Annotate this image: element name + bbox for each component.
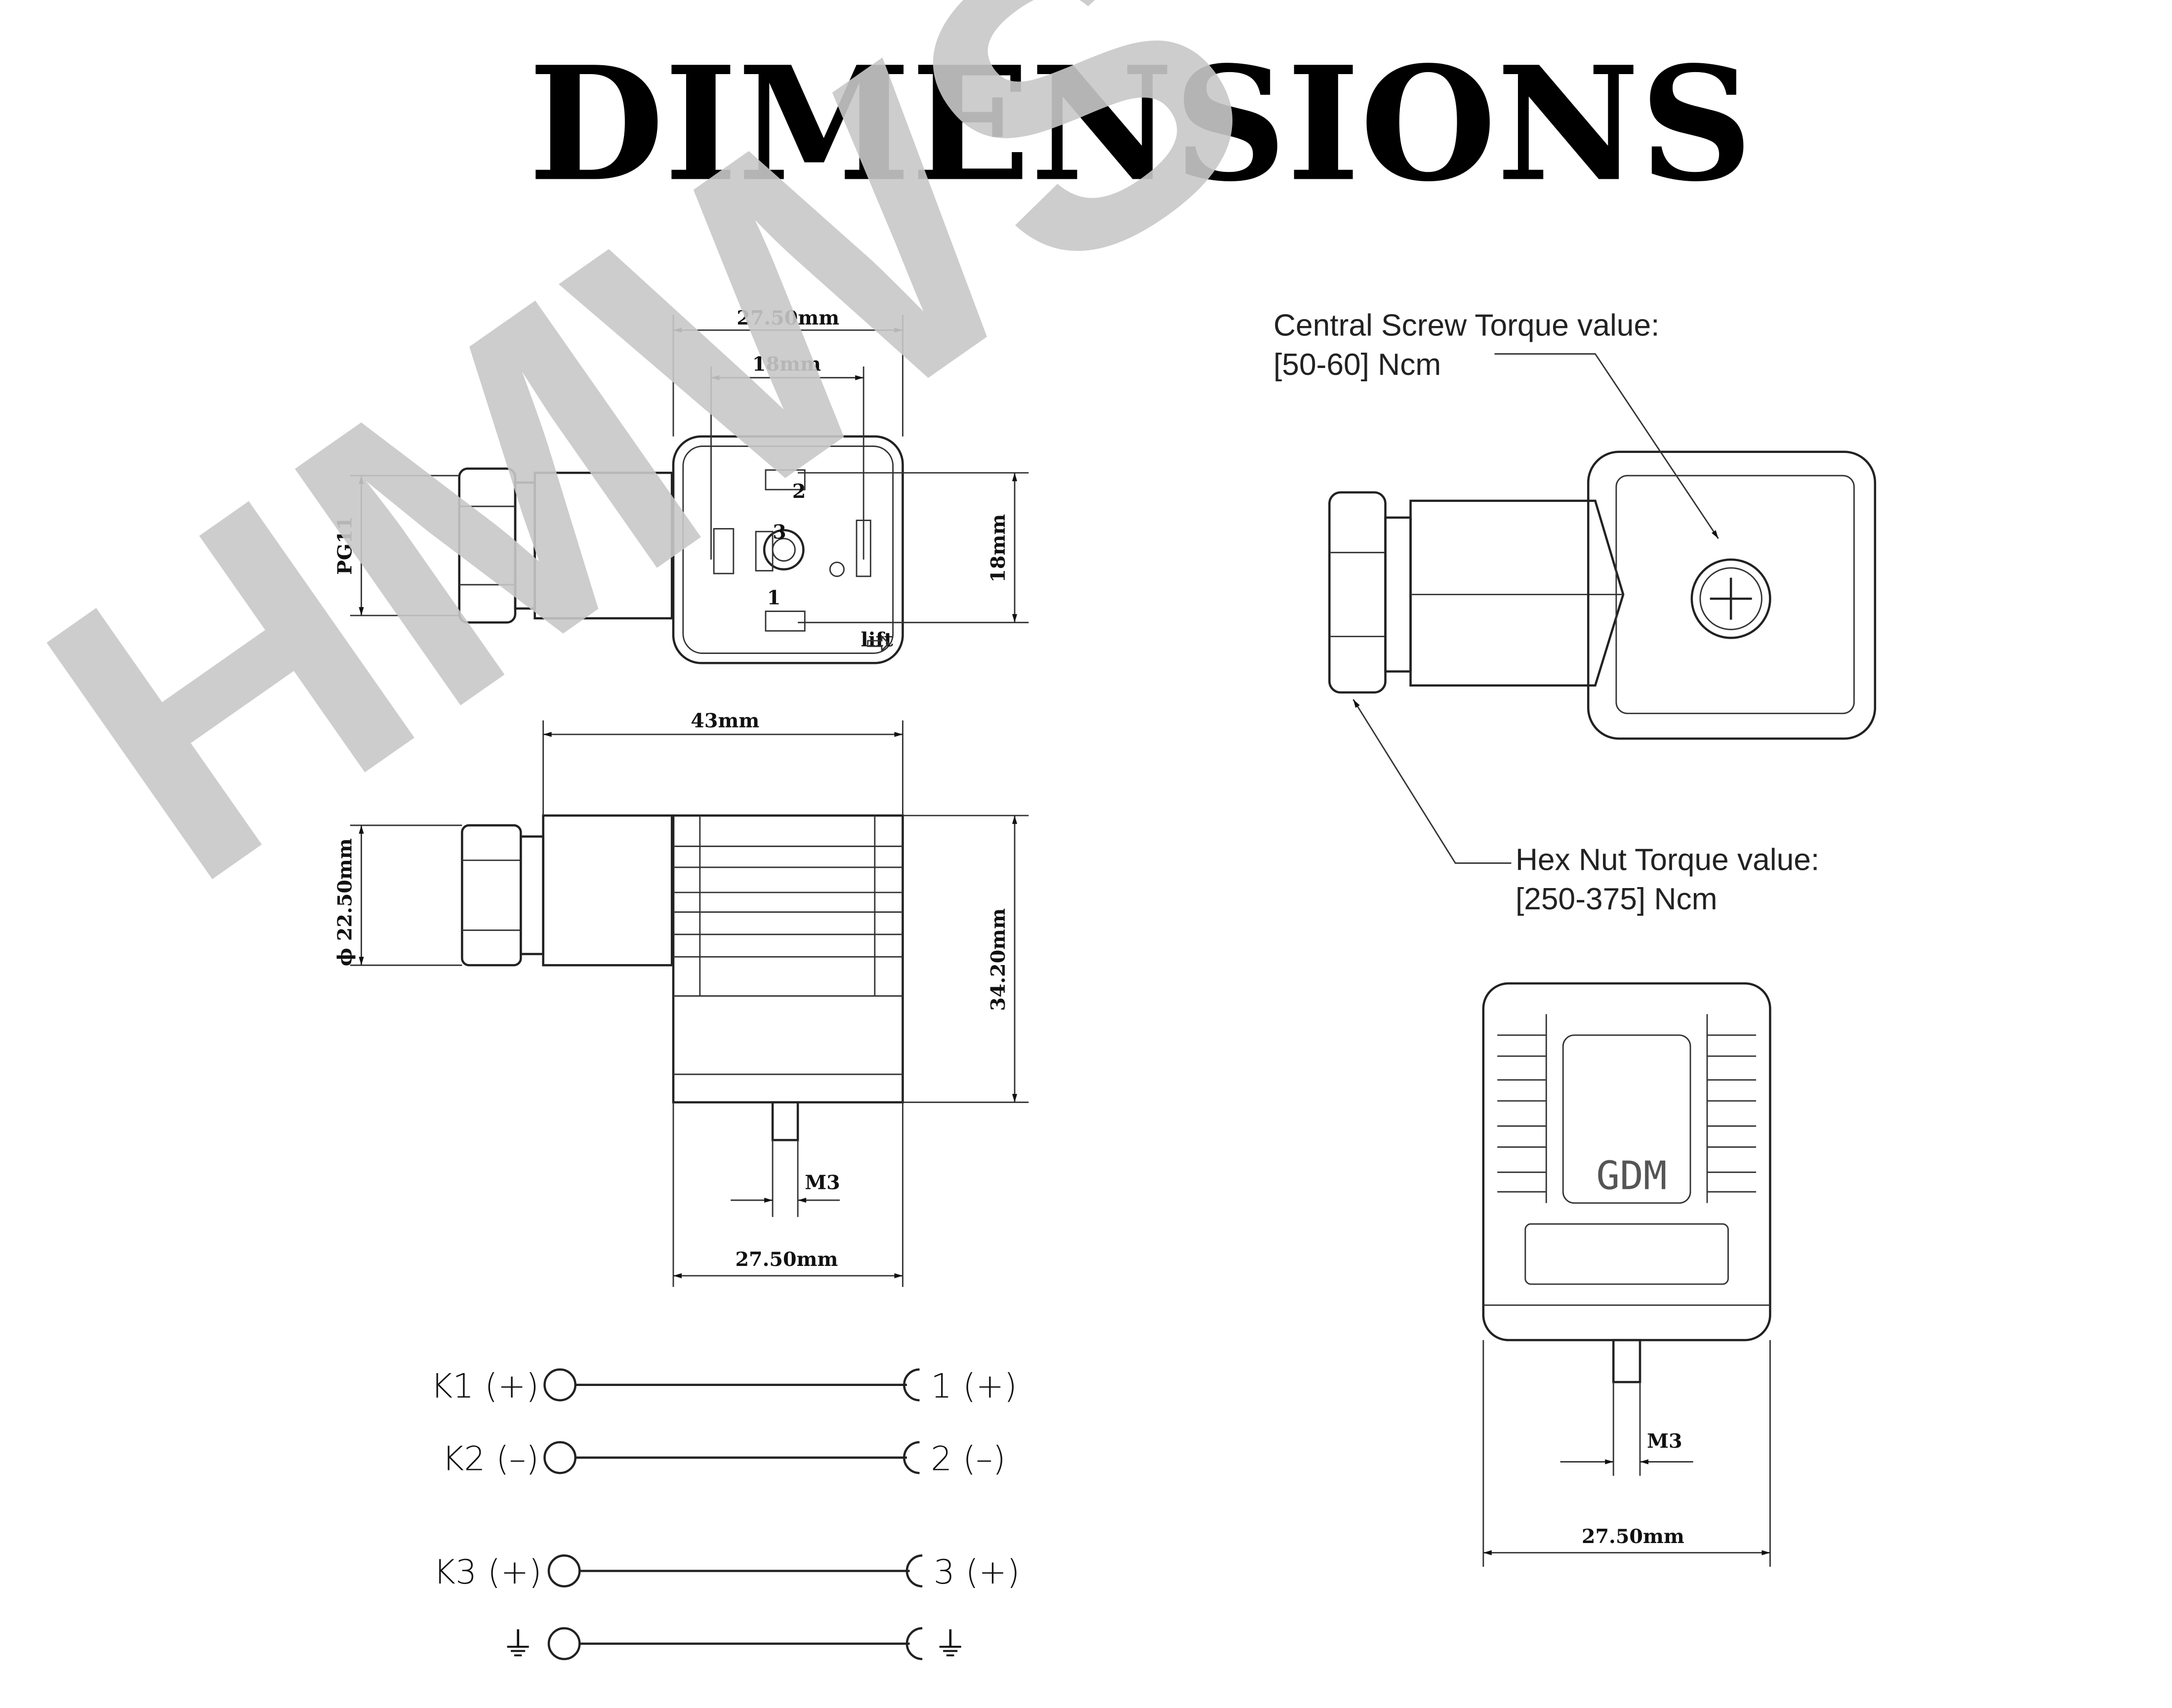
wire-right-label: 2 (–): [931, 1440, 1006, 1479]
thread-dimension: PG11: [334, 516, 357, 575]
central-screw-icon: [1690, 558, 1771, 639]
side-view: M3 43mm 34.20mm ϕ 22.50mm 27.50mm: [334, 710, 1029, 1287]
wire-right-label: 1 (+): [931, 1367, 1017, 1406]
front-view: GDM M3 27.50mm: [1482, 982, 1771, 1567]
lift-marking: lift: [861, 628, 894, 651]
side-screw-label: M3: [805, 1171, 840, 1194]
top-view: 3 2 1 lift 27.50mm 18mm 18mm PG11: [334, 307, 1029, 664]
top-width-outer-dimension: 27.50mm: [737, 307, 839, 329]
brand-logo: GDM: [1596, 1152, 1667, 1198]
iso-view: Central Screw Torque value: [50-60] Ncm …: [1273, 309, 1877, 916]
pin-2-label: 2: [792, 480, 806, 503]
wire-row-ground: ⏚ ⏚: [501, 1626, 967, 1665]
watermark: HMWS: [0, 0, 1329, 969]
wire-left-label: K2 (–): [442, 1440, 539, 1479]
top-height-dimension: 18mm: [987, 514, 1010, 583]
screw-torque-label: Central Screw Torque value:: [1273, 309, 1659, 343]
wire-left-label: K3 (+): [433, 1553, 541, 1592]
pin-1-label: 1: [767, 586, 781, 609]
pin-3-label: 3: [773, 521, 786, 543]
nut-torque-value: [250-375] Ncm: [1516, 882, 1718, 916]
screw-torque-value: [50-60] Ncm: [1273, 348, 1441, 382]
front-screw-label: M3: [1647, 1430, 1682, 1453]
nut-torque-label: Hex Nut Torque value:: [1516, 843, 1819, 877]
wire-row: K3 (+) 3 (+): [433, 1553, 1020, 1592]
wiring-diagram: K1 (+) 1 (+) K2 (–) 2 (–) K3 (+) 3 (+) ⏚…: [431, 1367, 1020, 1665]
ground-icon: ⏚: [501, 1626, 535, 1665]
wire-row: K2 (–) 2 (–): [442, 1440, 1006, 1479]
front-width-dimension: 27.50mm: [1582, 1525, 1684, 1548]
page-title: DIMENSIONS: [528, 32, 1753, 216]
wire-right-label: 3 (+): [934, 1553, 1020, 1592]
top-width-inner-dimension: 18mm: [752, 353, 821, 376]
diameter-dimension: ϕ 22.50mm: [334, 838, 357, 966]
side-length-dimension: 43mm: [691, 710, 759, 732]
side-width-dimension: 27.50mm: [735, 1248, 838, 1271]
ground-icon: ⏚: [934, 1626, 967, 1665]
wire-row: K1 (+) 1 (+): [431, 1367, 1017, 1406]
wire-left-label: K1 (+): [431, 1367, 539, 1406]
side-height-dimension: 34.20mm: [987, 908, 1010, 1011]
